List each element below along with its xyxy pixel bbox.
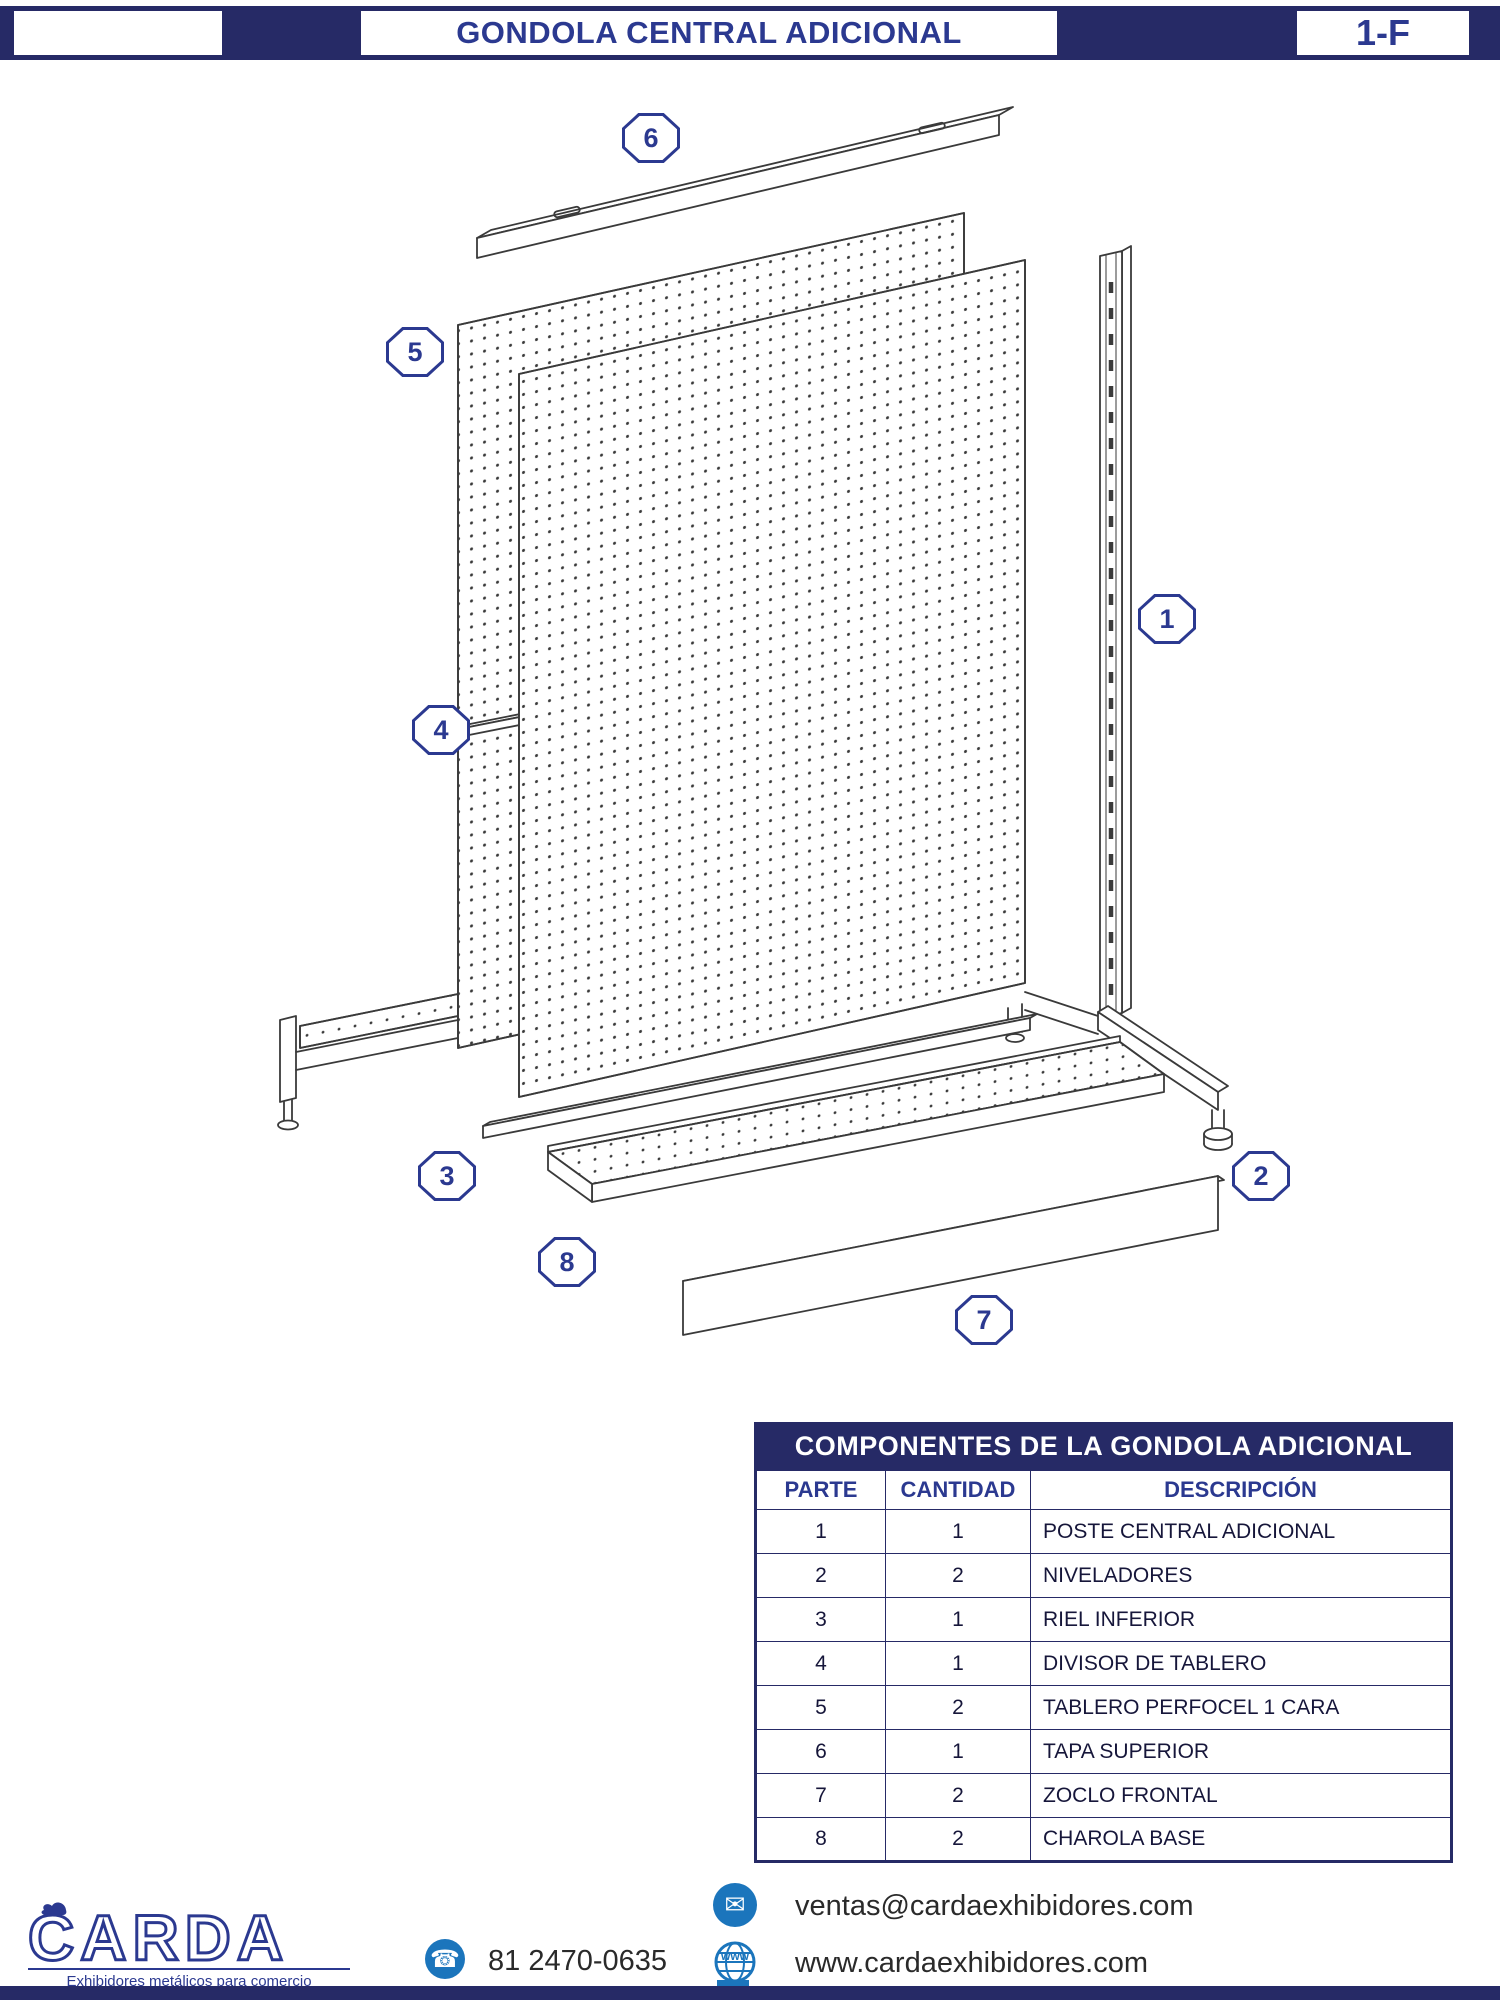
callout-tapa-superior: 6 — [622, 113, 680, 163]
callout-number: 2 — [1235, 1154, 1287, 1198]
callout-number: 7 — [958, 1298, 1010, 1342]
header-left-box — [14, 11, 222, 55]
cell-parte: 1 — [755, 1509, 886, 1554]
cell-parte: 5 — [755, 1685, 886, 1730]
cell-cantidad: 2 — [885, 1817, 1031, 1862]
cell-parte: 6 — [755, 1729, 886, 1774]
table-row: 8 2 CHAROLA BASE — [755, 1817, 1453, 1862]
www-label: www — [720, 1949, 750, 1963]
zoclo-frontal-drawing — [682, 1175, 1225, 1336]
cell-descripcion: CHAROLA BASE — [1029, 1817, 1453, 1862]
column-header-parte: PARTE — [755, 1469, 886, 1510]
table-row: 5 2 TABLERO PERFOCEL 1 CARA — [755, 1685, 1453, 1730]
table-header-row: PARTE CANTIDAD DESCRIPCIÓN — [755, 1469, 1453, 1510]
phone-icon: ☎ — [425, 1939, 465, 1979]
poste-central-drawing — [1099, 245, 1132, 1019]
cell-parte: 2 — [755, 1553, 886, 1598]
logo-tagline: Exhibidores metálicos para comercio — [28, 1968, 350, 1990]
cell-descripcion: NIVELADORES — [1029, 1553, 1453, 1598]
carda-logo-art: CARDA — [27, 1901, 289, 1976]
base-left-leg-drawing — [277, 993, 459, 1131]
cell-descripcion: TAPA SUPERIOR — [1029, 1729, 1453, 1774]
components-table: COMPONENTES DE LA GONDOLA ADICIONAL PART… — [754, 1422, 1454, 1863]
callout-number: 8 — [541, 1240, 593, 1284]
cell-cantidad: 1 — [885, 1729, 1031, 1774]
bottom-bar — [0, 1986, 1500, 2000]
cell-descripcion: ZOCLO FRONTAL — [1029, 1773, 1453, 1818]
cell-cantidad: 2 — [885, 1685, 1031, 1730]
email-icon: ✉ — [713, 1883, 757, 1927]
globe-icon: www — [713, 1940, 757, 1984]
cell-parte: 3 — [755, 1597, 886, 1642]
tablero-perfocel-front-drawing — [518, 259, 1026, 1098]
cell-descripcion: TABLERO PERFOCEL 1 CARA — [1029, 1685, 1453, 1730]
cell-cantidad: 1 — [885, 1509, 1031, 1554]
callout-number: 6 — [625, 116, 677, 160]
charola-base-drawing — [547, 1035, 1165, 1203]
column-header-cantidad: CANTIDAD — [885, 1469, 1031, 1510]
callout-niveladores: 2 — [1232, 1151, 1290, 1201]
table-row: 4 1 DIVISOR DE TABLERO — [755, 1641, 1453, 1686]
column-header-descripcion: DESCRIPCIÓN — [1029, 1469, 1453, 1510]
table-row: 2 2 NIVELADORES — [755, 1553, 1453, 1598]
email-glyph: ✉ — [724, 1891, 746, 1919]
cell-cantidad: 1 — [885, 1597, 1031, 1642]
cell-cantidad: 2 — [885, 1773, 1031, 1818]
website-url: www.cardaexhibidores.com — [795, 1947, 1148, 1979]
callout-number: 1 — [1141, 597, 1193, 641]
callout-riel-inferior: 3 — [418, 1151, 476, 1201]
riel-inferior-drawing — [482, 1013, 1038, 1139]
logo-text: CARDA — [28, 1902, 289, 1968]
base-foot-nivelador-drawing — [1097, 1005, 1233, 1151]
cell-parte: 4 — [755, 1641, 886, 1686]
callout-charola-base: 8 — [538, 1237, 596, 1287]
carda-logo: CARDA — [26, 1898, 356, 1976]
header-code-box: 1-F — [1297, 11, 1469, 55]
callout-zoclo-frontal: 7 — [955, 1295, 1013, 1345]
callout-poste-central: 1 — [1138, 594, 1196, 644]
header-title-box: GONDOLA CENTRAL ADICIONAL — [361, 11, 1057, 55]
cell-descripcion: RIEL INFERIOR — [1029, 1597, 1453, 1642]
table-title-row: COMPONENTES DE LA GONDOLA ADICIONAL — [754, 1422, 1453, 1471]
cell-descripcion: POSTE CENTRAL ADICIONAL — [1029, 1509, 1453, 1554]
table-row: 6 1 TAPA SUPERIOR — [755, 1729, 1453, 1774]
email-address: ventas@cardaexhibidores.com — [795, 1890, 1194, 1922]
cell-descripcion: DIVISOR DE TABLERO — [1029, 1641, 1453, 1686]
cell-cantidad: 1 — [885, 1641, 1031, 1686]
bird-icon — [41, 1902, 67, 1915]
table-row: 3 1 RIEL INFERIOR — [755, 1597, 1453, 1642]
tapa-superior-drawing — [476, 106, 1014, 259]
page-title: GONDOLA CENTRAL ADICIONAL — [456, 15, 962, 50]
callout-number: 4 — [415, 708, 467, 752]
cell-parte: 7 — [755, 1773, 886, 1818]
callout-divisor-tablero: 4 — [412, 705, 470, 755]
phone-number: 81 2470-0635 — [488, 1945, 667, 1977]
phone-glyph: ☎ — [430, 1945, 460, 1973]
callout-number: 3 — [421, 1154, 473, 1198]
callout-number: 5 — [389, 330, 441, 374]
cell-cantidad: 2 — [885, 1553, 1031, 1598]
table-row: 1 1 POSTE CENTRAL ADICIONAL — [755, 1509, 1453, 1554]
table-row: 7 2 ZOCLO FRONTAL — [755, 1773, 1453, 1818]
sheet-code: 1-F — [1356, 12, 1410, 53]
cell-parte: 8 — [755, 1817, 886, 1862]
table-title: COMPONENTES DE LA GONDOLA ADICIONAL — [754, 1422, 1453, 1471]
callout-tablero-perfocel: 5 — [386, 327, 444, 377]
